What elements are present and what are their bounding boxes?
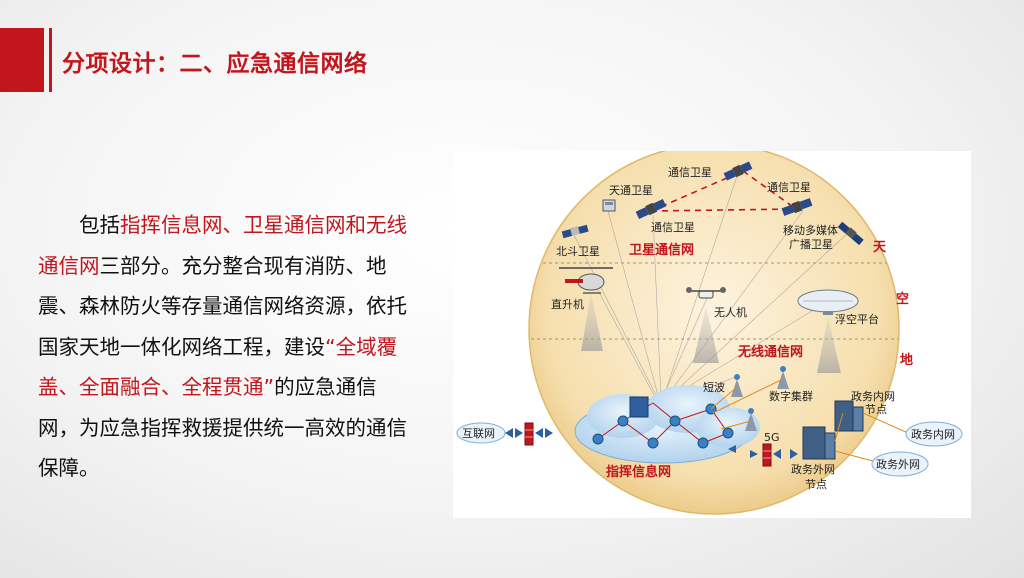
label-wireless-network: 无线通信网 [737,344,803,360]
layer-separators [529,262,899,340]
satellite-links [650,170,797,212]
paragraph-text-2: 三部分。充分整合现有消防、地震、森林防火等存量通信网络资源，依托国家天地一体化网… [38,253,407,359]
paragraph-text-1: 包括 [79,213,120,237]
paragraph-highlight-slogan: “全域覆盖、全面融合、全程贯通” [38,334,398,400]
label-drone: 无人机 [714,305,747,319]
slide-title: 分项设计：二、应急通信网络 [62,51,368,77]
firewall-icon [524,422,534,446]
wireless-links [710,378,784,430]
airship-icon [797,289,859,315]
label-digital-trunk: 数字集群 [769,389,813,403]
satellite-icon [781,198,813,216]
body-paragraph: 包括指挥信息网、卫星通信网和无线通信网三部分。充分整合现有消防、地震、森林防火等… [38,205,410,489]
label-satellite-network: 卫星通信网 [629,242,694,258]
drone-beam [693,306,719,363]
firewall-icon [762,443,772,467]
label-tiantong: 天通卫星 [609,184,653,197]
satellite-icon [602,199,616,212]
label-layer-air: 空 [896,291,909,307]
gov-extranet-cloud [871,451,929,477]
digital-trunk-tower-icon [777,366,789,389]
fiveg-tower-icon [745,408,757,431]
building-links [834,412,909,462]
label-gov-extranet: 政务外网 [876,457,920,471]
title-accent-bar [0,28,44,92]
label-airship: 浮空平台 [835,312,879,326]
satellite-icon [635,199,667,219]
paragraph-highlight-networks: 指挥信息网、卫星通信网和无线通信网 [38,213,407,278]
label-helicopter: 直升机 [551,297,584,311]
gov-intranet-cloud [905,421,963,447]
paragraph-text-3: 的应急通信网，为应急指挥救援提供统一高效的通信保障。 [38,375,407,480]
label-gov-extranet-node-2: 节点 [805,478,827,491]
label-tongxin-left: 通信卫星 [651,221,695,234]
label-layer-sky: 天 [873,240,887,255]
label-command-network: 指挥信息网 [606,464,671,480]
label-beidou: 北斗卫星 [556,245,600,258]
label-multimedia-1: 移动多媒体 [783,223,838,237]
signal-rays [572,172,849,404]
label-5g: 5G [764,431,780,444]
label-multimedia-2: 广播卫星 [789,237,833,251]
helicopter-beam [581,293,603,351]
satellite-icon [837,221,864,246]
airship-beam [817,317,841,373]
label-internet: 互联网 [462,427,495,440]
internet-cloud [456,422,506,444]
label-shortwave: 短波 [703,380,725,394]
label-tongxin-right: 通信卫星 [767,181,811,194]
shortwave-tower-icon [731,374,743,397]
network-diagram: 通信卫星 天通卫星 通信卫星 通信卫星 北斗卫星 移动多媒体 广播卫星 直升机 … [453,151,971,518]
helicopter-icon [559,267,613,294]
link-arrows [505,428,798,459]
satellite-icon [561,224,589,239]
label-tongxin-top: 通信卫星 [668,166,712,179]
drone-icon [686,287,726,299]
label-gov-intranet: 政务内网 [911,427,955,441]
satellite-icon [723,161,753,181]
title-divider [49,28,52,92]
label-gov-intranet-node-2: 节点 [865,403,887,416]
label-gov-extranet-node-1: 政务外网 [791,462,835,476]
gov-extranet-building-icon [802,426,836,460]
label-layer-ground: 地 [900,352,913,368]
label-gov-intranet-node-1: 政务内网 [851,389,895,403]
